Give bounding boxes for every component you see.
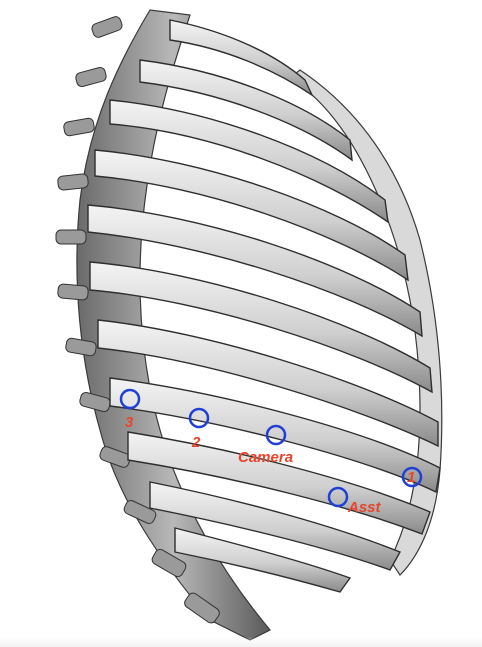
bottom-fade [0, 637, 482, 647]
port-1-label: 1 [407, 469, 415, 486]
port-asst-label: Asst [347, 499, 382, 516]
port-2-label: 2 [191, 434, 201, 451]
port-camera-label: Camera [238, 449, 293, 466]
port-3-label: 3 [125, 414, 134, 431]
